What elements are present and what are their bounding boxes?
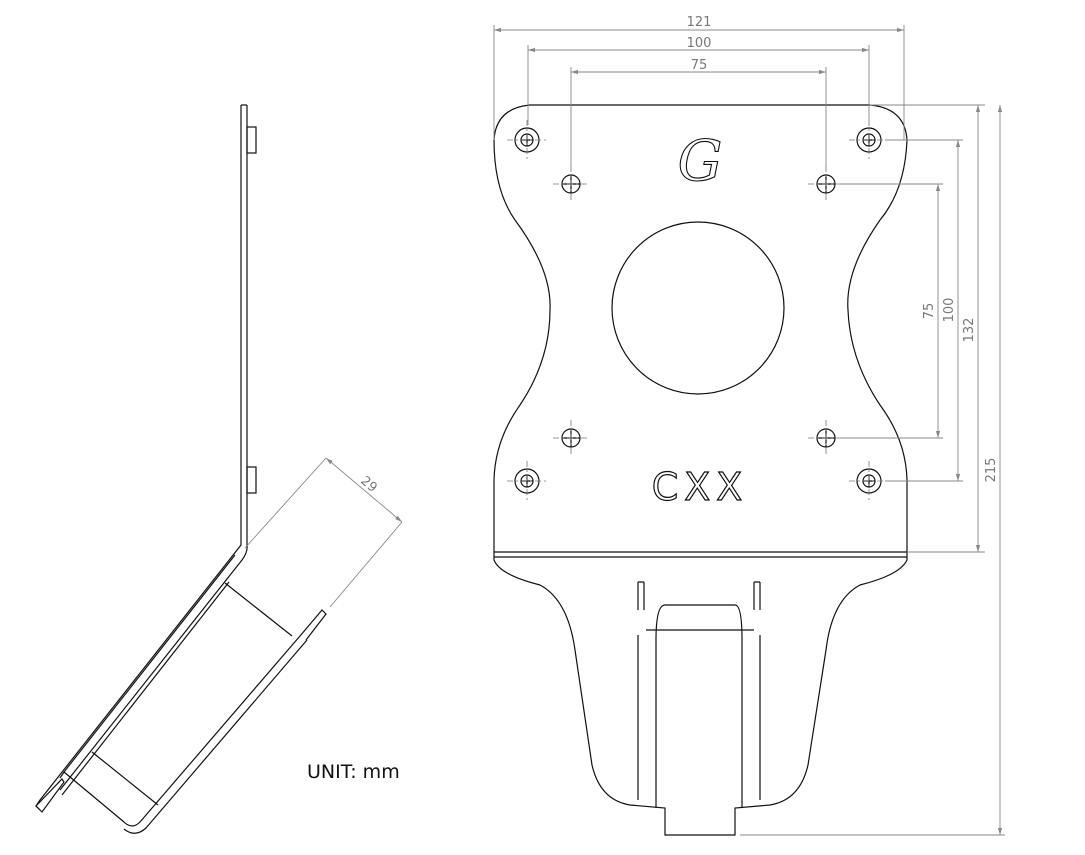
mounting-holes-75	[553, 166, 844, 456]
dim-plate-height: 132	[962, 318, 977, 343]
dim-outer-hole-h: 100	[687, 36, 712, 51]
dim-overall-width: 121	[687, 15, 712, 30]
side-tab-bottom	[246, 466, 257, 494]
side-view: 29	[35, 104, 403, 834]
front-dimensions: 121 100 75 75 100 132 215	[493, 15, 1005, 836]
side-tab-top	[246, 126, 257, 154]
plate-outline	[493, 104, 908, 836]
dim-inner-hole-v: 75	[922, 303, 937, 320]
dim-inner-hole-h: 75	[691, 58, 708, 73]
center-hole	[611, 221, 785, 395]
front-view: G CXX	[493, 104, 908, 836]
mounting-holes-100	[507, 120, 889, 501]
logo-mark: G	[678, 129, 723, 194]
plate-marking: CXX	[652, 465, 749, 509]
dim-overall-height: 215	[984, 458, 999, 483]
unit-label: UNIT: mm	[307, 761, 400, 783]
dim-outer-hole-v: 100	[942, 298, 957, 323]
dim-side-flange: 29	[357, 474, 379, 496]
